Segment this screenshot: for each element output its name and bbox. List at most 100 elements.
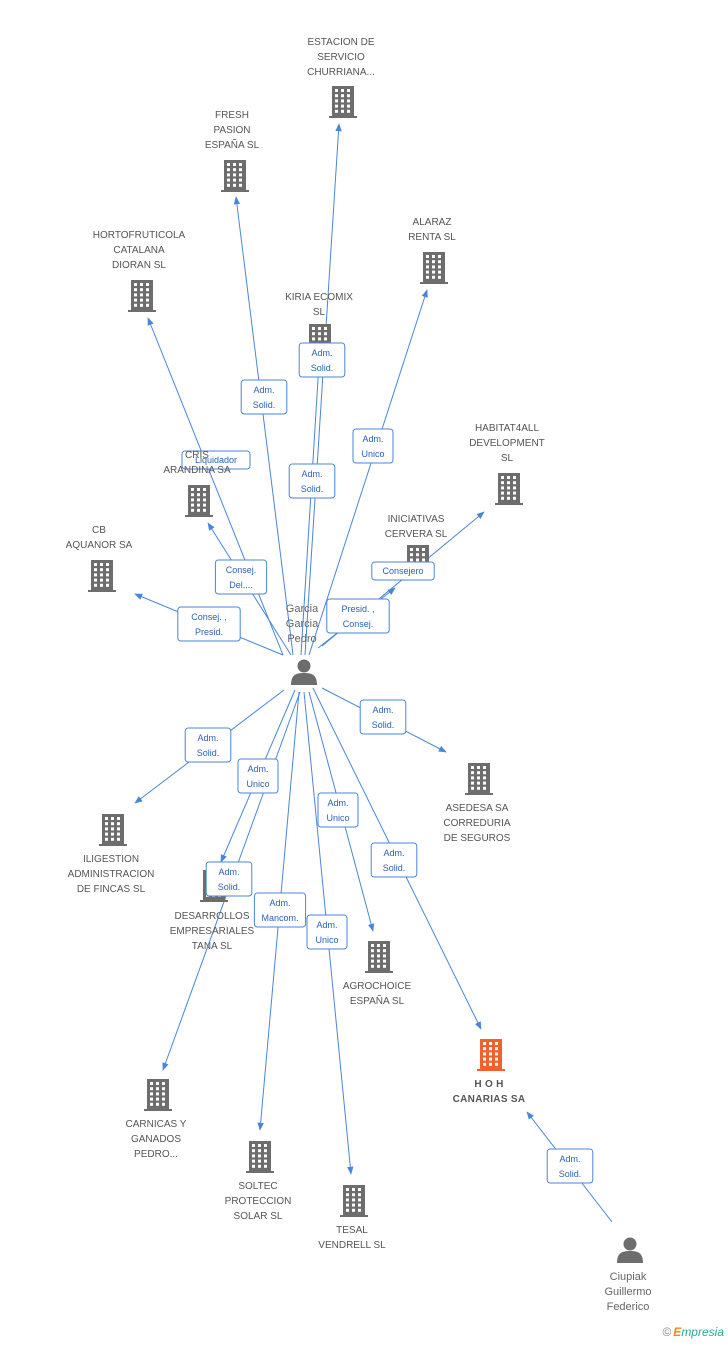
edge-label-text: Adm.	[383, 848, 404, 858]
brand-name: mpresia	[681, 1325, 724, 1339]
edge-label-text: Solid.	[253, 400, 276, 410]
edge-label-box[interactable]	[237, 758, 279, 794]
edge-label-garcia-soltec[interactable]: Adm.Mancom.	[253, 892, 307, 928]
edge-label-box[interactable]	[205, 861, 253, 897]
company-cris-label-line: CRIS	[185, 450, 209, 461]
edge-label-garcia-hortofruticola[interactable]: Liquidador	[181, 450, 251, 470]
edge-label-garcia-hoh[interactable]: Adm. Solid.	[370, 842, 418, 878]
edge-label-ciupiak-hoh[interactable]: Adm.Solid.	[546, 1148, 594, 1184]
edge-label-text: Solid.	[301, 484, 324, 494]
edge-label-garcia-alaraz[interactable]: Adm.Unico	[352, 428, 394, 464]
company-desarrollos-label-line: EMPRESARIALES	[170, 926, 255, 937]
company-habitat-label-line: DEVELOPMENT	[469, 438, 545, 449]
company-desarrollos-label-line: DESARROLLOS	[174, 911, 249, 922]
company-estacion-building-icon[interactable]	[329, 86, 357, 118]
company-tesal-building-icon[interactable]	[340, 1185, 368, 1217]
company-carnicas-building-icon[interactable]	[144, 1079, 172, 1111]
company-aquanor-building-icon[interactable]	[88, 560, 116, 592]
edge-label-box[interactable]	[352, 428, 394, 464]
edge-label-text: Solid.	[383, 863, 406, 873]
company-soltec-label-line: SOLTEC	[238, 1181, 277, 1192]
edge-label-text: Unico	[246, 779, 269, 789]
edge-label-box[interactable]	[371, 561, 435, 581]
edge-label-box[interactable]	[288, 463, 336, 499]
company-alaraz-label-line: RENTA SL	[408, 232, 456, 243]
company-carnicas-label-line: CARNICAS Y	[126, 1119, 187, 1130]
company-desarrollos-label: DESARROLLOS EMPRESARIALES TANA SL	[170, 911, 255, 952]
company-tesal-label-line: TESAL	[336, 1225, 368, 1236]
company-fresh-label-line: FRESH	[215, 110, 249, 121]
company-fresh-label-line: ESPAÑA SL	[205, 138, 260, 151]
edge-label-box[interactable]	[546, 1148, 594, 1184]
company-agrochoice-building-icon[interactable]	[365, 941, 393, 973]
edge-label-box[interactable]	[214, 559, 268, 595]
brand-initial: E	[673, 1325, 682, 1339]
company-soltec-label-line: PROTECCION	[225, 1196, 292, 1207]
company-cris-label-line: ARANDINA SA	[163, 465, 231, 476]
company-aquanor-label-line: AQUANOR SA	[66, 540, 133, 551]
edge-label-garcia-iligestion[interactable]: Adm.Solid.	[184, 727, 232, 763]
edge-label-box[interactable]	[359, 699, 407, 735]
company-hortofruticola-building-icon[interactable]	[128, 280, 156, 312]
edge-label-garcia-aquanor[interactable]: Consej. ,Presid.	[177, 606, 241, 642]
person-garcia-label-line: Pedro	[287, 633, 316, 645]
edge-label-text: Adm.	[247, 764, 268, 774]
person-garcia-icon[interactable]	[291, 659, 317, 686]
edge-label-garcia-cris[interactable]: Consej.Del....	[214, 559, 268, 595]
edge-label-text: Adm.	[362, 434, 383, 444]
edge-label-garcia-asedesa[interactable]: Adm.Solid.	[359, 699, 407, 735]
company-desarrollos-label-line: TANA SL	[192, 941, 233, 952]
edge-label-garcia-kiria[interactable]: Adm.Solid.	[288, 463, 336, 499]
edge-label-box[interactable]	[181, 450, 251, 470]
company-hoh-label-line: H O H	[474, 1079, 503, 1090]
company-habitat-building-icon[interactable]	[495, 473, 523, 505]
edge-label-box[interactable]	[317, 792, 359, 828]
edge-label-text: Adm.	[253, 385, 274, 395]
edge-label-garcia-habitat[interactable]: Consejero	[371, 561, 435, 581]
company-asedesa-label-line: CORREDURIA	[443, 818, 511, 829]
edge-garcia-kiria	[300, 362, 322, 656]
edge-label-text: Consejero	[382, 566, 423, 576]
company-soltec-building-icon[interactable]	[246, 1141, 274, 1173]
company-fresh-building-icon[interactable]	[221, 160, 249, 192]
edge-label-box[interactable]	[240, 379, 288, 415]
company-hortofruticola-label-line: DIORAN SL	[112, 260, 166, 271]
edge-label-text: Adm.	[316, 920, 337, 930]
edge-label-garcia-desarrollos[interactable]: Adm. Unico	[237, 758, 279, 794]
edge-label-garcia-estacion[interactable]: Adm.Solid.	[298, 342, 346, 378]
edge-label-text: Mancom.	[261, 913, 298, 923]
edge-label-garcia-fresh[interactable]: Adm. Solid.	[240, 379, 288, 415]
edge-label-box[interactable]	[253, 892, 307, 928]
company-iniciativas-label-line: CERVERA SL	[385, 529, 448, 540]
company-iniciativas-label-line: INICIATIVAS	[388, 514, 445, 525]
edge-label-text: Adm.	[559, 1154, 580, 1164]
company-hoh-label-line: CANARIAS SA	[453, 1094, 526, 1105]
edge-label-garcia-iniciativas[interactable]: Presid. ,Consej.	[326, 598, 390, 634]
company-hoh-building-icon[interactable]	[477, 1039, 505, 1071]
person-ciupiak-icon[interactable]	[617, 1237, 643, 1264]
company-iligestion-building-icon[interactable]	[99, 814, 127, 846]
edge-label-box[interactable]	[177, 606, 241, 642]
company-iniciativas-label: INICIATIVAS CERVERA SL	[385, 514, 448, 540]
edge-label-box[interactable]	[326, 598, 390, 634]
edge-label-box[interactable]	[306, 914, 348, 950]
edge-garcia-hortofruticola	[147, 317, 284, 656]
edge-label-garcia-tesal[interactable]: Adm.Unico	[306, 914, 348, 950]
company-cris-building-icon[interactable]	[185, 485, 213, 517]
company-asedesa-building-icon[interactable]	[465, 763, 493, 795]
company-hortofruticola-label-line: HORTOFRUTICOLA	[93, 230, 186, 241]
edge-label-box[interactable]	[370, 842, 418, 878]
person-garcia-label-line: Garcia	[286, 603, 319, 615]
edge-label-garcia-carnicas[interactable]: Adm.Solid.	[205, 861, 253, 897]
edge-label-text: Consej.	[226, 565, 257, 575]
company-alaraz-building-icon[interactable]	[420, 252, 448, 284]
edge-label-box[interactable]	[298, 342, 346, 378]
edge-label-garcia-agrochoice[interactable]: Adm.Unico	[317, 792, 359, 828]
edge-label-box[interactable]	[184, 727, 232, 763]
